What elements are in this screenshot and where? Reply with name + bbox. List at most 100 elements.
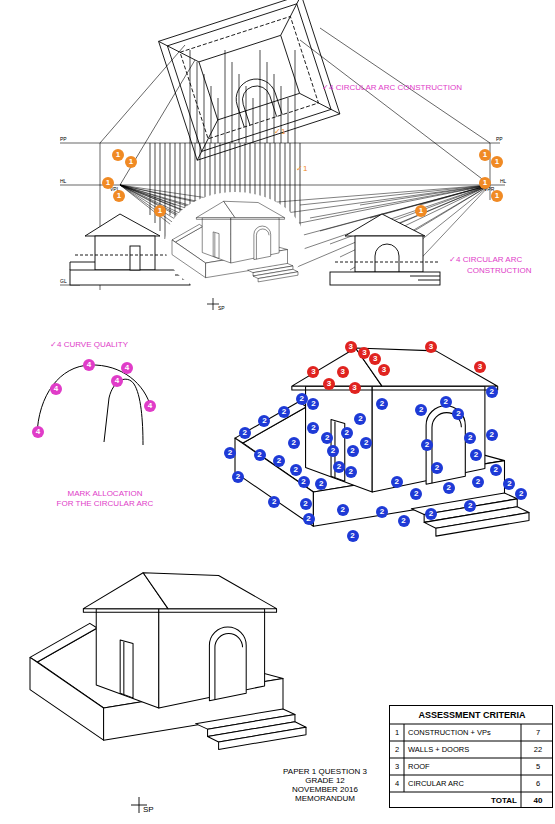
table-cell: 22 <box>534 746 542 754</box>
point-name: SP <box>143 806 154 814</box>
roof-plan <box>159 31 199 71</box>
halo <box>165 192 305 296</box>
callout-number: 2 <box>360 437 372 449</box>
roof-plan <box>159 0 340 160</box>
table-rule <box>390 724 552 725</box>
left-elevation <box>85 214 160 236</box>
right-elevation <box>335 262 440 263</box>
line-name: HL <box>60 179 66 184</box>
construction-lines <box>300 40 490 185</box>
table-cell: CONSTRUCTION + VPs <box>408 729 491 737</box>
paper-caption: GRADE 12 <box>305 777 345 785</box>
callout-number: 2 <box>296 393 308 405</box>
callout-number: 3 <box>345 341 357 353</box>
roof-plan <box>187 120 227 160</box>
callout-number: 3 <box>307 366 319 378</box>
projector-lines <box>211 86 212 143</box>
callout-number: 3 <box>337 366 349 378</box>
projector-lines <box>290 143 291 215</box>
vanishing-lines <box>420 185 490 205</box>
mark-note: ✓4 CIRCULAR ARC CONSTRUCTION <box>322 84 462 92</box>
table-cell: 1 <box>395 729 399 737</box>
line-name: HL <box>500 179 506 184</box>
right-elevation <box>418 280 440 281</box>
callout-number: 2 <box>486 386 498 398</box>
callout-number: 2 <box>278 406 290 418</box>
projector-lines <box>170 143 171 215</box>
callout-number: 1 <box>479 149 491 161</box>
mark-note: ✓4 CIRCULAR ARC <box>449 256 522 264</box>
roof-plan <box>239 82 277 125</box>
callout-number: 2 <box>376 506 388 518</box>
right-elevation <box>345 214 425 236</box>
left-elevation <box>70 262 71 270</box>
table-cell: ROOF <box>408 763 430 771</box>
callout-number: 2 <box>254 449 266 461</box>
arc-figure <box>104 379 143 445</box>
roof-plan <box>167 4 331 152</box>
callout-number: 2 <box>347 530 359 542</box>
left-elevation <box>70 262 95 263</box>
table-cell: 4 <box>395 780 399 788</box>
callout-number: 2 <box>300 498 312 510</box>
callout-number: 1 <box>154 205 166 217</box>
callout-number: 2 <box>398 515 410 527</box>
table-cell: 40 <box>534 797 543 805</box>
final-house <box>30 573 306 750</box>
vanishing-lines <box>370 185 490 218</box>
callout-number: 3 <box>474 361 486 373</box>
arc-figure <box>37 365 151 445</box>
callout-number: 1 <box>113 190 125 202</box>
projector-lines <box>190 50 191 143</box>
right-elevation <box>330 214 440 285</box>
callout-number: 2 <box>410 488 422 500</box>
vanishing-lines <box>330 185 490 244</box>
table-rule <box>404 724 405 792</box>
right-elevation <box>330 272 440 285</box>
perspective-house <box>172 201 298 282</box>
projector-lines <box>239 74 240 143</box>
callout-number: 2 <box>307 398 319 410</box>
table-rule <box>390 792 552 793</box>
callout-number: 2 <box>464 500 476 512</box>
callout-number: 3 <box>425 341 437 353</box>
paper-caption: NOVEMBER 2016 <box>292 786 358 794</box>
table-rule <box>521 724 522 807</box>
callout-number: 2 <box>288 437 300 449</box>
callout-number: 2 <box>486 429 498 441</box>
callout-number: 2 <box>315 478 327 490</box>
left-elevation <box>95 236 155 270</box>
right-elevation <box>355 236 423 272</box>
projector-lines <box>165 143 166 239</box>
vanishing-lines <box>320 185 490 231</box>
callout-number: 2 <box>354 413 366 425</box>
criteria-table: ASSESSMENT CRITERIA1CONSTRUCTION + VPs72… <box>389 705 553 808</box>
roof-plan <box>271 0 311 35</box>
callout-number: 3 <box>369 353 381 365</box>
callout-number: 2 <box>425 508 437 520</box>
callout-number: 2 <box>337 504 349 516</box>
callout-number: 4 <box>50 383 62 395</box>
callout-number: 3 <box>349 382 361 394</box>
callout-number: 2 <box>303 513 315 525</box>
table-rule <box>390 775 552 776</box>
callout-number: 4 <box>121 362 133 374</box>
callout-number: 2 <box>472 476 484 488</box>
construction-lines <box>60 185 505 186</box>
projector-lines <box>218 98 219 143</box>
projector-lines <box>246 86 247 143</box>
right-elevation <box>410 276 440 277</box>
callout-number: 2 <box>321 432 333 444</box>
table-cell: CIRCULAR ARC <box>408 780 464 788</box>
table-rule <box>390 758 552 759</box>
callout-number: 2 <box>503 478 515 490</box>
station-point <box>207 304 219 305</box>
callout-number: 2 <box>290 464 302 476</box>
callout-number: 2 <box>421 439 433 451</box>
callout-number: 1 <box>112 149 124 161</box>
callout-number: 2 <box>298 476 310 488</box>
table-heading: ASSESSMENT CRITERIA <box>418 711 525 720</box>
line-name: PP <box>496 137 503 142</box>
callout-number: 2 <box>327 445 339 457</box>
